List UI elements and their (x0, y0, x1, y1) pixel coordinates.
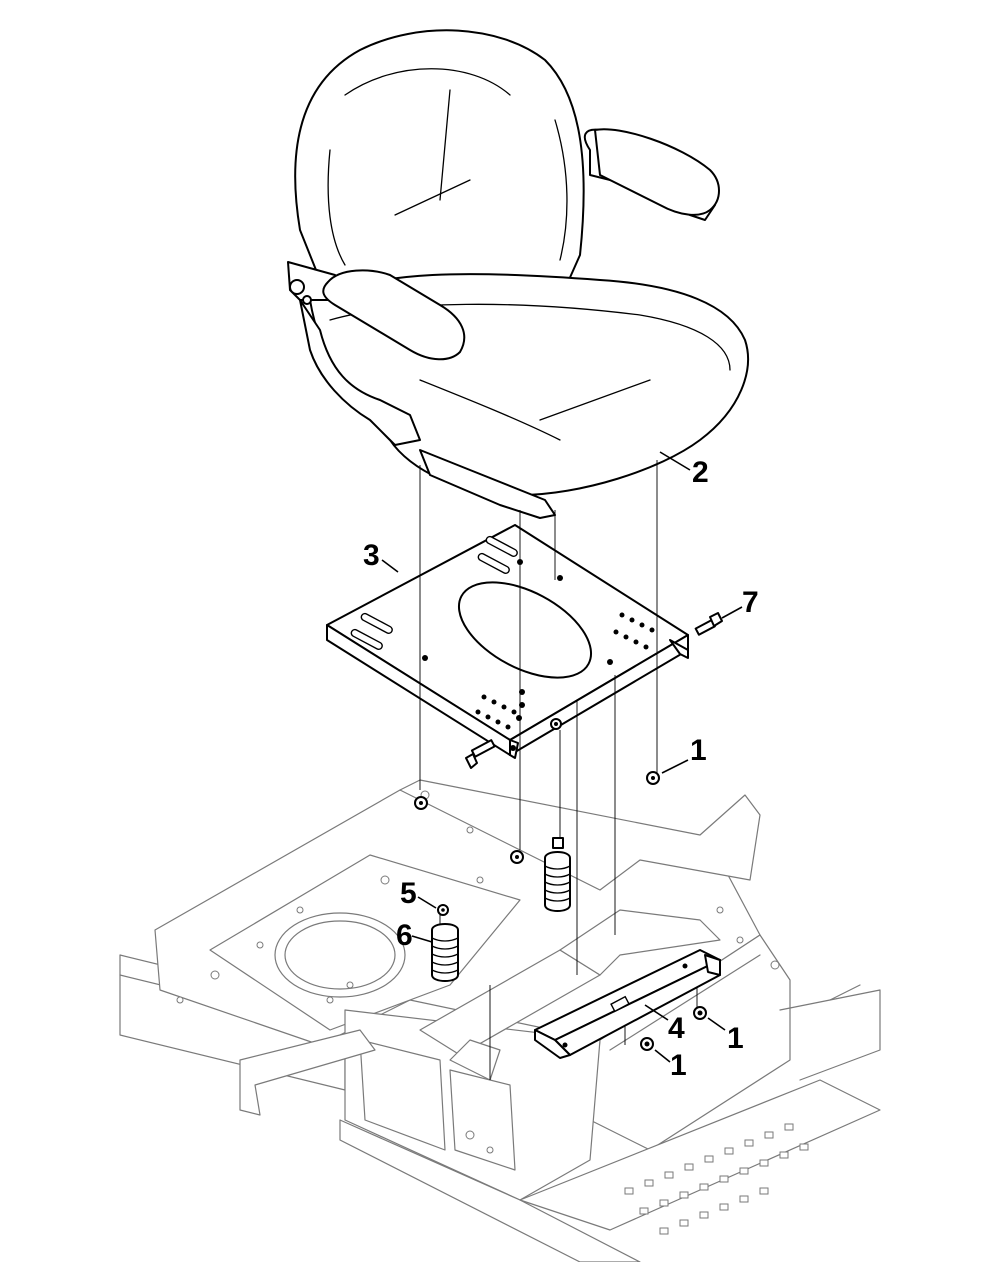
frame-holes (176, 790, 780, 1154)
callout-2: 2 (692, 456, 709, 489)
washer-5 (437, 904, 449, 916)
callout-3: 3 (363, 539, 380, 572)
seat (287, 29, 749, 519)
foot-plate-pattern (624, 1123, 809, 1235)
callout-6: 6 (396, 919, 413, 952)
plate-slots (350, 535, 518, 650)
spring-6-left (431, 923, 459, 982)
bracket-4 (534, 949, 721, 1059)
seat-mount-plate (326, 524, 689, 759)
nut-1-right (693, 1006, 707, 1020)
bolt-7 (694, 612, 723, 636)
callout-4: 4 (668, 1012, 685, 1045)
nut-1-lower (640, 1037, 654, 1051)
nut-on-plate (550, 718, 562, 730)
bolt-front (465, 739, 496, 769)
callout-1-right: 1 (727, 1022, 744, 1055)
callout-7: 7 (742, 586, 759, 619)
callout-5: 5 (400, 877, 417, 910)
hardware (414, 612, 723, 1059)
mower-frame (119, 779, 881, 1262)
spring-6-front (544, 837, 571, 912)
nut-1-upper (646, 771, 660, 785)
callout-1-lower: 1 (670, 1049, 687, 1082)
plate-holes (422, 559, 655, 751)
callouts: 1 1 1 2 3 4 5 6 7 (363, 451, 759, 1082)
callout-1-upper: 1 (690, 734, 707, 767)
